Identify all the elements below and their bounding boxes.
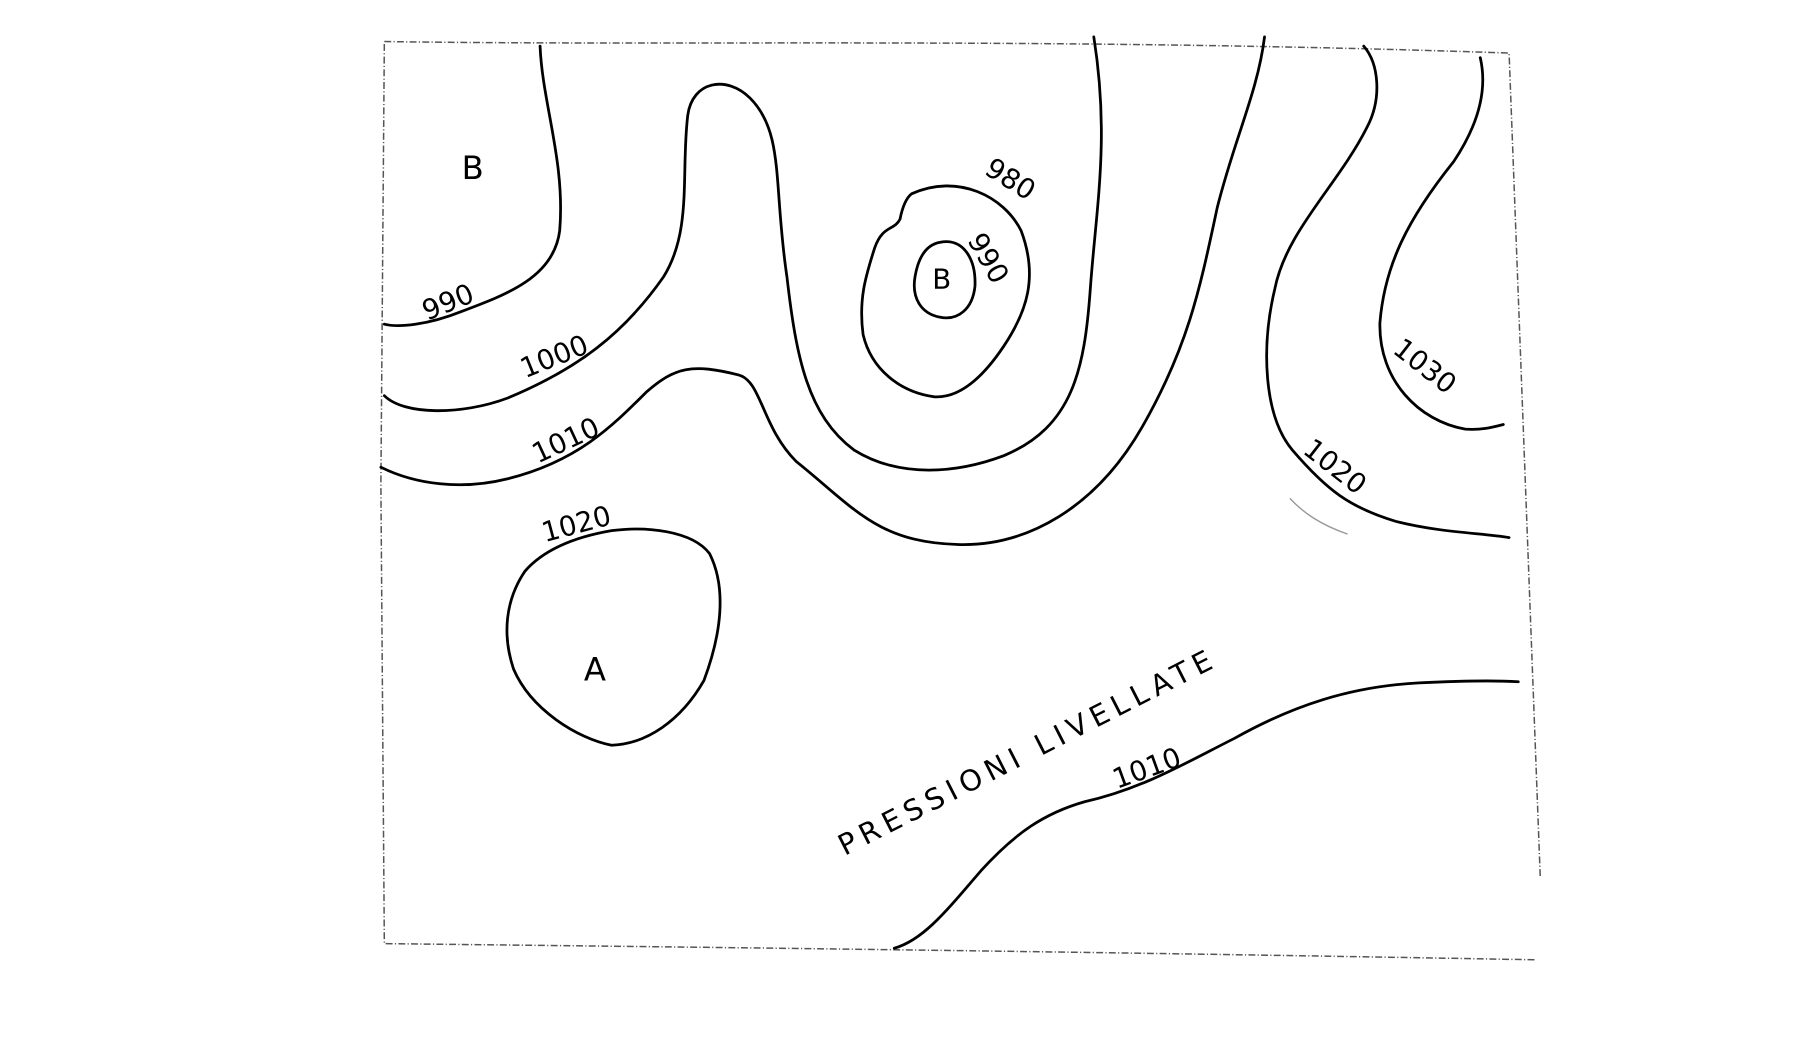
isobar-label: 1010 xyxy=(1108,741,1185,796)
isobar-1030 xyxy=(1378,56,1505,431)
isobar-1020-right xyxy=(1265,44,1511,539)
isobar-1000 xyxy=(382,35,1103,472)
isobar-1010-bottom xyxy=(892,679,1520,950)
isobar-label: 1010 xyxy=(527,410,605,470)
isobar-1010-top xyxy=(379,35,1266,546)
isobar-label: 990 xyxy=(417,277,478,327)
isobar-label: 980 xyxy=(979,151,1041,207)
map-frame xyxy=(380,40,1541,961)
isobar-label: 1020 xyxy=(538,499,615,549)
isobar-1020-high xyxy=(505,527,722,747)
low-pressure-letter: B xyxy=(462,149,484,187)
high-pressure-letter: A xyxy=(584,651,606,689)
isobar-label: 1030 xyxy=(1387,331,1463,400)
isobar-980 xyxy=(860,184,1031,399)
isobar-990-left xyxy=(382,44,562,327)
faint-stroke xyxy=(1289,497,1348,535)
isobar-990-center xyxy=(912,240,977,320)
low-pressure-letter: B xyxy=(932,262,951,295)
